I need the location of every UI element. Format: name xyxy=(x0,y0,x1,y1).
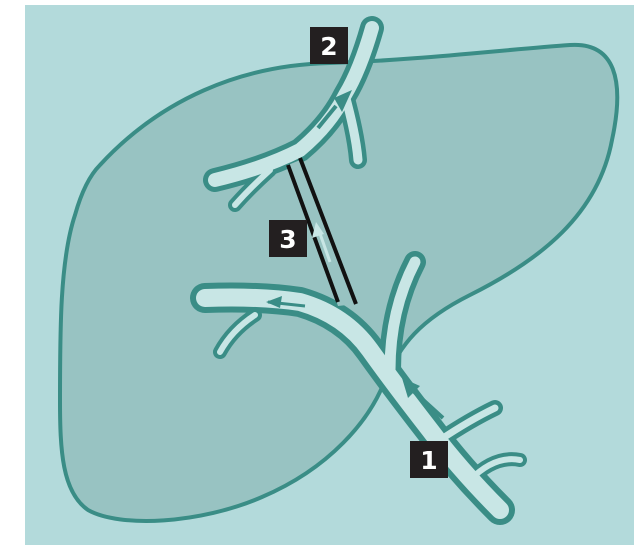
marker-3: 3 xyxy=(269,220,307,257)
marker-1: 1 xyxy=(410,441,448,478)
marker-2: 2 xyxy=(310,27,348,64)
marker-3-label: 3 xyxy=(279,225,296,254)
marker-2-label: 2 xyxy=(320,32,337,61)
marker-1-label: 1 xyxy=(420,446,437,475)
